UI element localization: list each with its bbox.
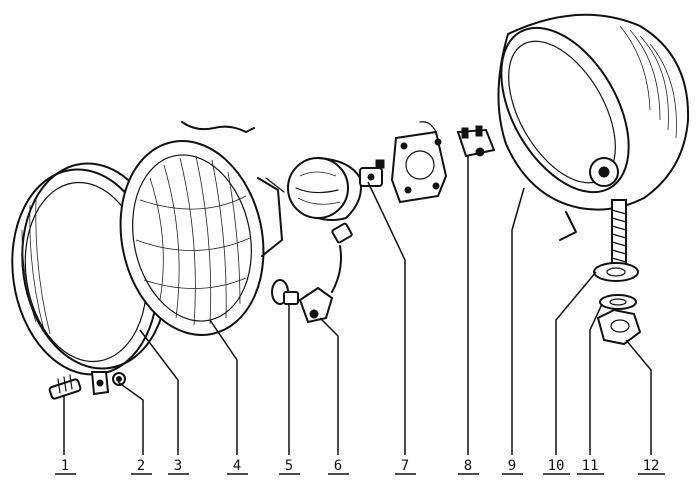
gasket-plate	[390, 121, 448, 204]
callout-12: 12	[643, 458, 660, 474]
bulb-holder	[287, 157, 385, 221]
callout-4: 4	[233, 458, 241, 474]
screw	[48, 374, 82, 400]
lock-washer	[599, 294, 637, 310]
callout-2: 2	[137, 458, 145, 474]
callout-7: 7	[401, 458, 409, 474]
callout-10: 10	[548, 458, 565, 474]
connector	[456, 125, 496, 158]
clamp-tab	[90, 371, 110, 396]
lens-unit	[119, 121, 285, 336]
mounting-stud	[611, 199, 627, 273]
lamp-holder	[298, 222, 353, 324]
callout-1: 1	[61, 458, 69, 474]
callout-5: 5	[285, 458, 293, 474]
leader-lines	[63, 155, 652, 455]
small-nut	[112, 372, 126, 386]
callout-8: 8	[464, 458, 472, 474]
callout-6: 6	[334, 458, 342, 474]
callout-11: 11	[582, 458, 599, 474]
pilot-bulb	[271, 279, 299, 305]
nut	[596, 308, 642, 346]
callout-9: 9	[508, 458, 516, 474]
washer	[593, 262, 639, 282]
housing-bowl	[497, 13, 690, 241]
callout-3: 3	[174, 458, 182, 474]
